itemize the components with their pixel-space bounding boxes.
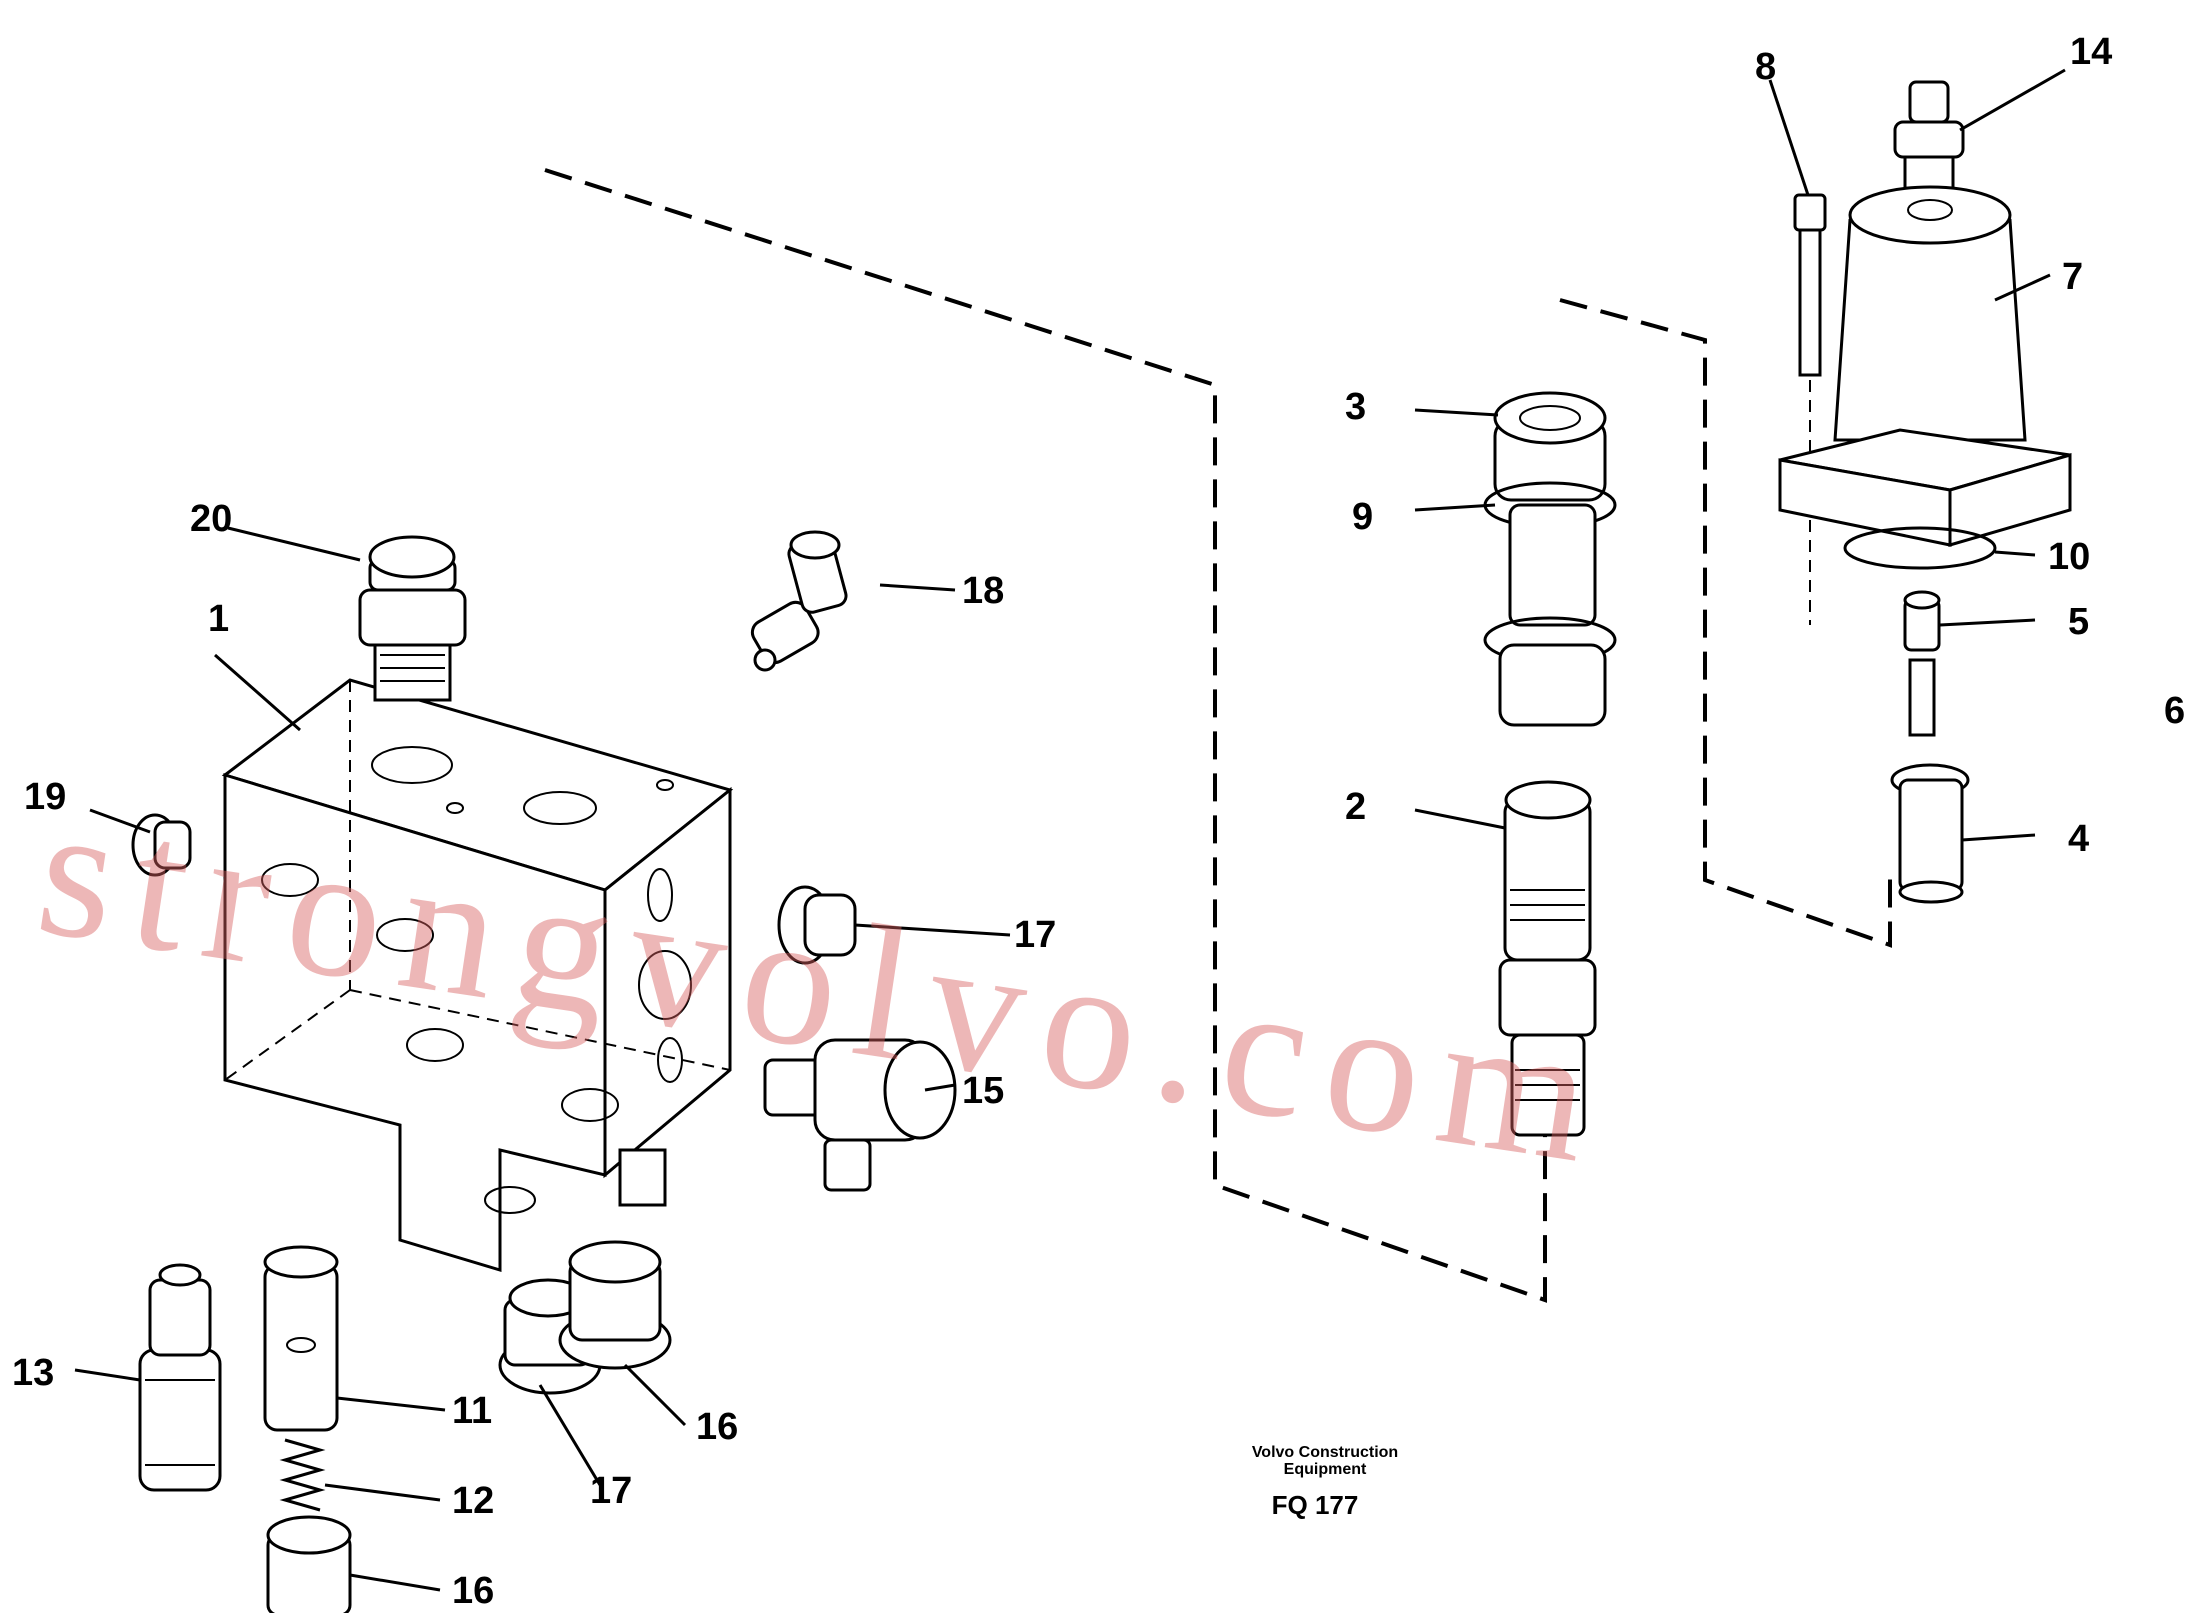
callout-10: 10 <box>2048 536 2091 578</box>
cartridge-part-13 <box>138 1263 222 1492</box>
callout-9: 9 <box>1352 496 1374 538</box>
callout-5: 5 <box>2068 601 2090 643</box>
plug-part-16-lower <box>558 1240 672 1370</box>
elbow-fitting-part-15 <box>763 1038 957 1192</box>
callout-16-bottom: 16 <box>452 1570 495 1612</box>
seal-ring-part-9 <box>1483 481 1617 727</box>
callout-14: 14 <box>2070 31 2113 73</box>
caption-line-2: Equipment <box>1283 1460 1367 1478</box>
callout-11: 11 <box>452 1390 493 1432</box>
spool-part-2 <box>1498 780 1597 1137</box>
dashed-outline-right <box>1559 298 1892 948</box>
plug-part-17-upper <box>777 885 857 965</box>
o-ring-part-10 <box>1843 526 1997 570</box>
callout-4: 4 <box>2068 818 2090 860</box>
callout-17-upper: 17 <box>1014 914 1057 956</box>
callout-7: 7 <box>2062 256 2084 298</box>
spring-part-12 <box>279 1438 326 1512</box>
valve-block-part-1 <box>221 678 734 1273</box>
plug-part-19 <box>131 813 192 877</box>
spool-part-11 <box>263 1245 339 1432</box>
piston-part-4 <box>1890 763 1970 904</box>
bolt-part-8 <box>1793 193 1827 625</box>
callout-3: 3 <box>1345 386 1367 428</box>
plug-part-16-bottom <box>266 1515 352 1613</box>
fitting-part-14 <box>1893 80 1965 199</box>
caption-line-1: Volvo Construction <box>1251 1444 1399 1461</box>
caption-company: Volvo Construction Equipment <box>1225 1444 1425 1479</box>
dashed-outline-left <box>544 168 1547 1303</box>
callout-17-lower: 17 <box>590 1470 633 1512</box>
callout-6: 6 <box>2164 690 2186 732</box>
callout-1: 1 <box>208 598 230 640</box>
callout-8: 8 <box>1755 46 1777 88</box>
housing-part-7 <box>1778 185 2072 547</box>
callout-15: 15 <box>962 1070 1005 1112</box>
leader-lines <box>74 68 2066 1592</box>
callout-18: 18 <box>962 570 1005 612</box>
callout-12: 12 <box>452 1480 495 1522</box>
pin-part-5 <box>1903 590 1941 737</box>
fitting-part-20 <box>358 535 467 702</box>
callout-2: 2 <box>1345 786 1367 828</box>
callout-20: 20 <box>190 498 233 540</box>
callout-13: 13 <box>12 1352 55 1394</box>
figure-code: FQ 177 <box>1271 1490 1359 1520</box>
callout-19: 19 <box>24 776 67 818</box>
callout-16-right: 16 <box>696 1406 739 1448</box>
elbow-fitting-part-18 <box>750 530 848 672</box>
sleeve-part-3 <box>1493 391 1607 502</box>
